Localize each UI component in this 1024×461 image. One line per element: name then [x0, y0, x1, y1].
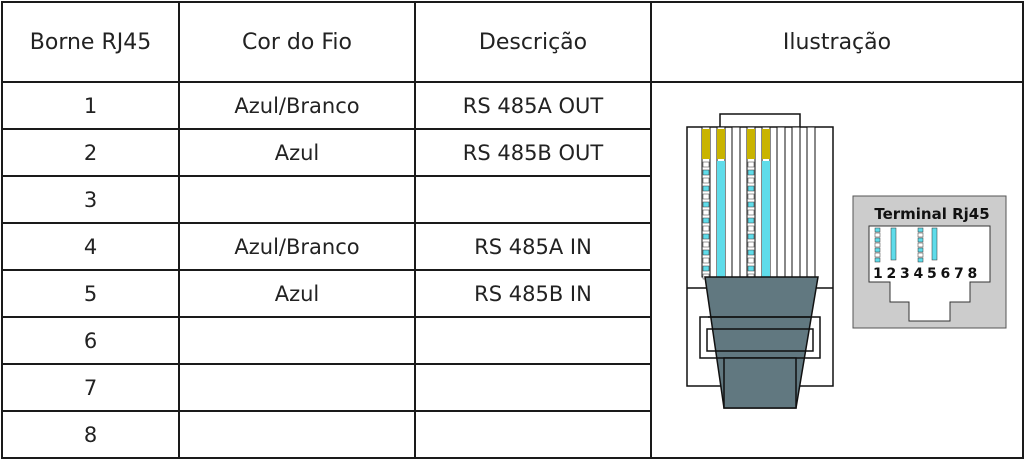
color-cell — [178, 363, 416, 412]
description-cell — [414, 175, 652, 224]
color-cell — [178, 316, 416, 365]
pin-cell: 7 — [1, 363, 180, 412]
description-cell: RS 485A IN — [414, 222, 652, 271]
color-cell — [178, 410, 416, 459]
table-row: 6 — [1, 316, 1023, 365]
pin-cell: 1 — [1, 81, 180, 130]
color-cell: Azul — [178, 128, 416, 177]
header-pin: Borne RJ45 — [1, 1, 180, 83]
pin-cell: 2 — [1, 128, 180, 177]
header-row: Borne RJ45 Cor do Fio Descrição Ilustraç… — [1, 1, 1024, 83]
color-cell: Azul/Branco — [178, 222, 416, 271]
table-row: 1 Azul/Branco RS 485A OUT — [1, 81, 1024, 459]
pin-cell: 3 — [1, 175, 180, 224]
pin-cell: 4 — [1, 222, 180, 271]
table-row: 3 — [1, 175, 1023, 224]
description-cell — [414, 410, 652, 459]
table-row: 5 Azul RS 485B IN — [1, 269, 1023, 318]
table-row: 4 Azul/Branco RS 485A IN — [1, 222, 1023, 271]
header-illustration: Ilustração — [650, 1, 1024, 83]
pin-cell: 8 — [1, 410, 180, 459]
color-cell: Azul — [178, 269, 416, 318]
description-cell — [414, 363, 652, 412]
description-cell: RS 485B OUT — [414, 128, 652, 177]
table-row: 8 — [1, 410, 1023, 459]
illustration-cell — [650, 81, 1024, 459]
table-row: 2 Azul RS 485B OUT — [1, 128, 1023, 177]
header-description: Descrição — [414, 1, 652, 83]
description-cell: RS 485B IN — [414, 269, 652, 318]
table-row: 7 — [1, 363, 1023, 412]
color-cell — [178, 175, 416, 224]
description-cell: RS 485A OUT — [414, 81, 652, 130]
color-cell: Azul/Branco — [178, 81, 416, 130]
description-cell — [414, 316, 652, 365]
pin-cell: 6 — [1, 316, 180, 365]
pin-cell: 5 — [1, 269, 180, 318]
header-wire-color: Cor do Fio — [178, 1, 416, 83]
